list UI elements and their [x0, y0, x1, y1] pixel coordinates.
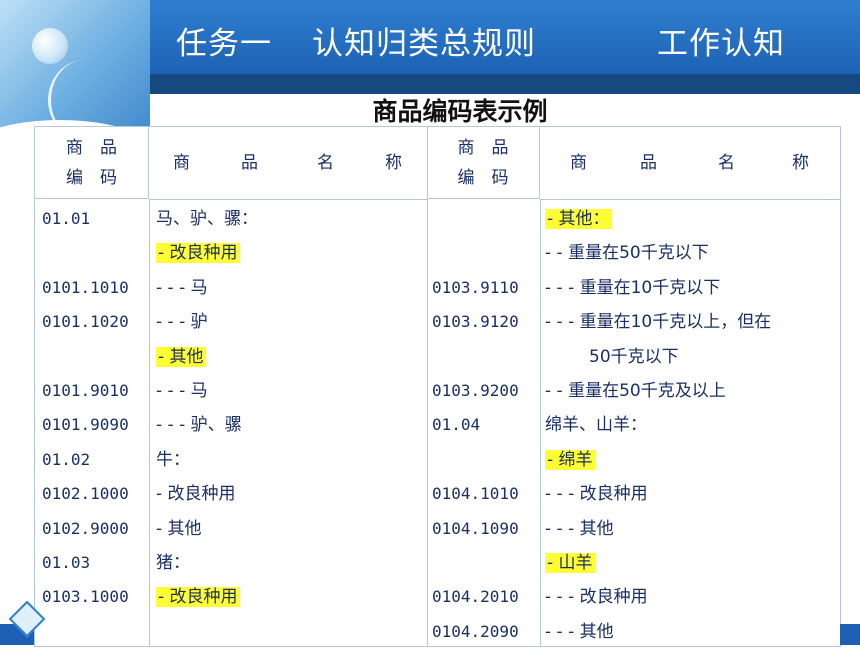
- commodity-name-left: - - - 驴、骡: [156, 408, 242, 442]
- name-column-header-left: 商 品 名 称: [149, 127, 428, 200]
- commodity-name-right: 50千克以下: [589, 340, 679, 374]
- header-text: 名: [317, 153, 334, 173]
- header-text: 商: [173, 153, 190, 173]
- highlighted-text: - 改良种用: [156, 243, 240, 264]
- commodity-code-left: 0101.9010: [42, 381, 129, 400]
- name-column-header-right: 商 品 名 称: [540, 127, 840, 200]
- commodity-name-left: 猪：: [156, 546, 190, 580]
- header-text: 商: [570, 153, 587, 173]
- highlighted-text: - 其他：: [545, 209, 612, 229]
- name-text: - - - 马: [156, 381, 208, 401]
- commodity-code-right: 0104.2090: [432, 621, 519, 641]
- name-text: 50千克以下: [589, 346, 679, 367]
- name-text: 牛：: [156, 449, 190, 470]
- commodity-code-right: 0103.9110: [432, 277, 519, 297]
- commodity-code-right: 0104.1010: [432, 484, 519, 504]
- commodity-name-left: 马、驴、骡：: [156, 202, 258, 236]
- commodity-name-right: - 绵羊: [545, 443, 595, 477]
- commodity-name-right: - - - 改良种用: [545, 477, 648, 511]
- name-text: - - - 其他: [545, 518, 614, 539]
- commodity-name-right: - - - 其他: [545, 512, 614, 546]
- header-text: 品: [241, 153, 258, 173]
- highlighted-text: - 绵羊: [545, 449, 595, 470]
- commodity-code-left: 0102.1000: [42, 484, 129, 504]
- commodity-name-left: - 其他: [156, 512, 202, 546]
- name-text: - - - 马: [156, 277, 208, 298]
- column-divider: [540, 199, 541, 646]
- highlighted-text: - 其他: [156, 346, 206, 367]
- column-divider: [149, 199, 150, 646]
- section-title: 工作认知: [657, 26, 785, 62]
- commodity-code-left: 0102.9000: [42, 518, 129, 538]
- commodity-name-left: - 改良种用: [156, 477, 236, 511]
- commodity-code-left: 01.03: [42, 553, 91, 572]
- commodity-name-right: - - 重量在50千克及以上: [545, 374, 726, 408]
- header-text: 品: [640, 153, 657, 173]
- commodity-code-right: 0103.9200: [432, 381, 519, 400]
- commodity-name-right: - - 重量在50千克以下: [545, 236, 709, 270]
- commodity-name-left: - - - 马: [156, 271, 208, 305]
- header-text: 商 品: [66, 138, 117, 158]
- code-column-header-left: 商 品 编 码: [35, 127, 149, 199]
- commodity-name-left: - - - 马: [156, 374, 208, 408]
- computer-mouse-icon: [32, 28, 68, 64]
- slide-subtitle: 商品编码表示例: [372, 97, 548, 126]
- header-text: 编 码: [457, 168, 509, 188]
- name-text: - - - 重量在10千克以上，但在: [545, 312, 772, 333]
- title-banner-stripe: [0, 74, 860, 94]
- name-text: - - - 改良种用: [545, 484, 648, 505]
- commodity-code-right: 0104.1090: [432, 518, 519, 538]
- name-text: 绵羊、山羊：: [545, 415, 647, 436]
- topic-title: 认知归类总规则: [312, 26, 536, 62]
- name-text: - - - 改良种用: [545, 587, 648, 608]
- mouse-cable-graphic: [48, 60, 121, 140]
- highlighted-text: - 山羊: [545, 553, 595, 573]
- commodity-name-right: - - - 重量在10千克以上，但在: [545, 305, 771, 339]
- commodity-code-table: 商 品 编 码 商 品 名 称 商 品 编 码 商 品 名 称 01.01 马、驴…: [34, 126, 841, 647]
- commodity-name-left: - 其他: [156, 340, 206, 374]
- commodity-code-right: 0104.2010: [432, 587, 519, 607]
- commodity-code-left: 0101.9090: [42, 415, 129, 435]
- header-text: 名: [718, 153, 735, 173]
- commodity-name-right: - - - 其他: [545, 615, 614, 649]
- name-text: - - 重量在50千克以下: [545, 243, 709, 264]
- name-text: - 其他: [156, 518, 202, 539]
- name-text: 马、驴、骡：: [156, 209, 258, 229]
- commodity-code-left: 01.01: [42, 209, 91, 228]
- name-text: - - - 重量在10千克以下: [545, 277, 721, 298]
- name-text: - 改良种用: [156, 484, 236, 505]
- name-text: - - - 其他: [545, 621, 614, 642]
- commodity-code-right: 0103.9120: [432, 312, 519, 332]
- name-text: - - - 驴: [156, 312, 208, 333]
- commodity-name-left: - - - 驴: [156, 305, 208, 339]
- commodity-name-right: - 山羊: [545, 546, 595, 580]
- commodity-name-right: - - - 重量在10千克以下: [545, 271, 720, 305]
- header-text: 称: [792, 153, 809, 173]
- commodity-name-right: 绵羊、山羊：: [545, 408, 647, 442]
- commodity-code-left: 01.02: [42, 449, 91, 469]
- name-text: 猪：: [156, 553, 190, 573]
- commodity-code-left: 0101.1020: [42, 312, 129, 332]
- name-text: - - 重量在50千克及以上: [545, 381, 726, 401]
- commodity-name-right: - - - 改良种用: [545, 580, 648, 614]
- column-divider: [427, 199, 428, 646]
- commodity-code-left: 0103.1000: [42, 587, 129, 607]
- commodity-name-left: - 改良种用: [156, 236, 240, 270]
- highlighted-text: - 改良种用: [156, 587, 240, 608]
- code-column-header-right: 商 品 编 码: [427, 127, 540, 199]
- commodity-code-left: 0101.1010: [42, 277, 129, 297]
- header-text: 称: [385, 153, 402, 173]
- commodity-name-right: - 其他：: [545, 202, 612, 236]
- header-text: 商 品: [457, 138, 509, 158]
- header-text: 编 码: [66, 168, 117, 188]
- name-text: - - - 驴、骡: [156, 415, 242, 436]
- commodity-code-right: 01.04: [432, 415, 481, 435]
- task-title: 任务一: [176, 26, 272, 62]
- commodity-name-left: 牛：: [156, 443, 190, 477]
- commodity-name-left: - 改良种用: [156, 580, 240, 614]
- footer-bar-right: [840, 624, 860, 645]
